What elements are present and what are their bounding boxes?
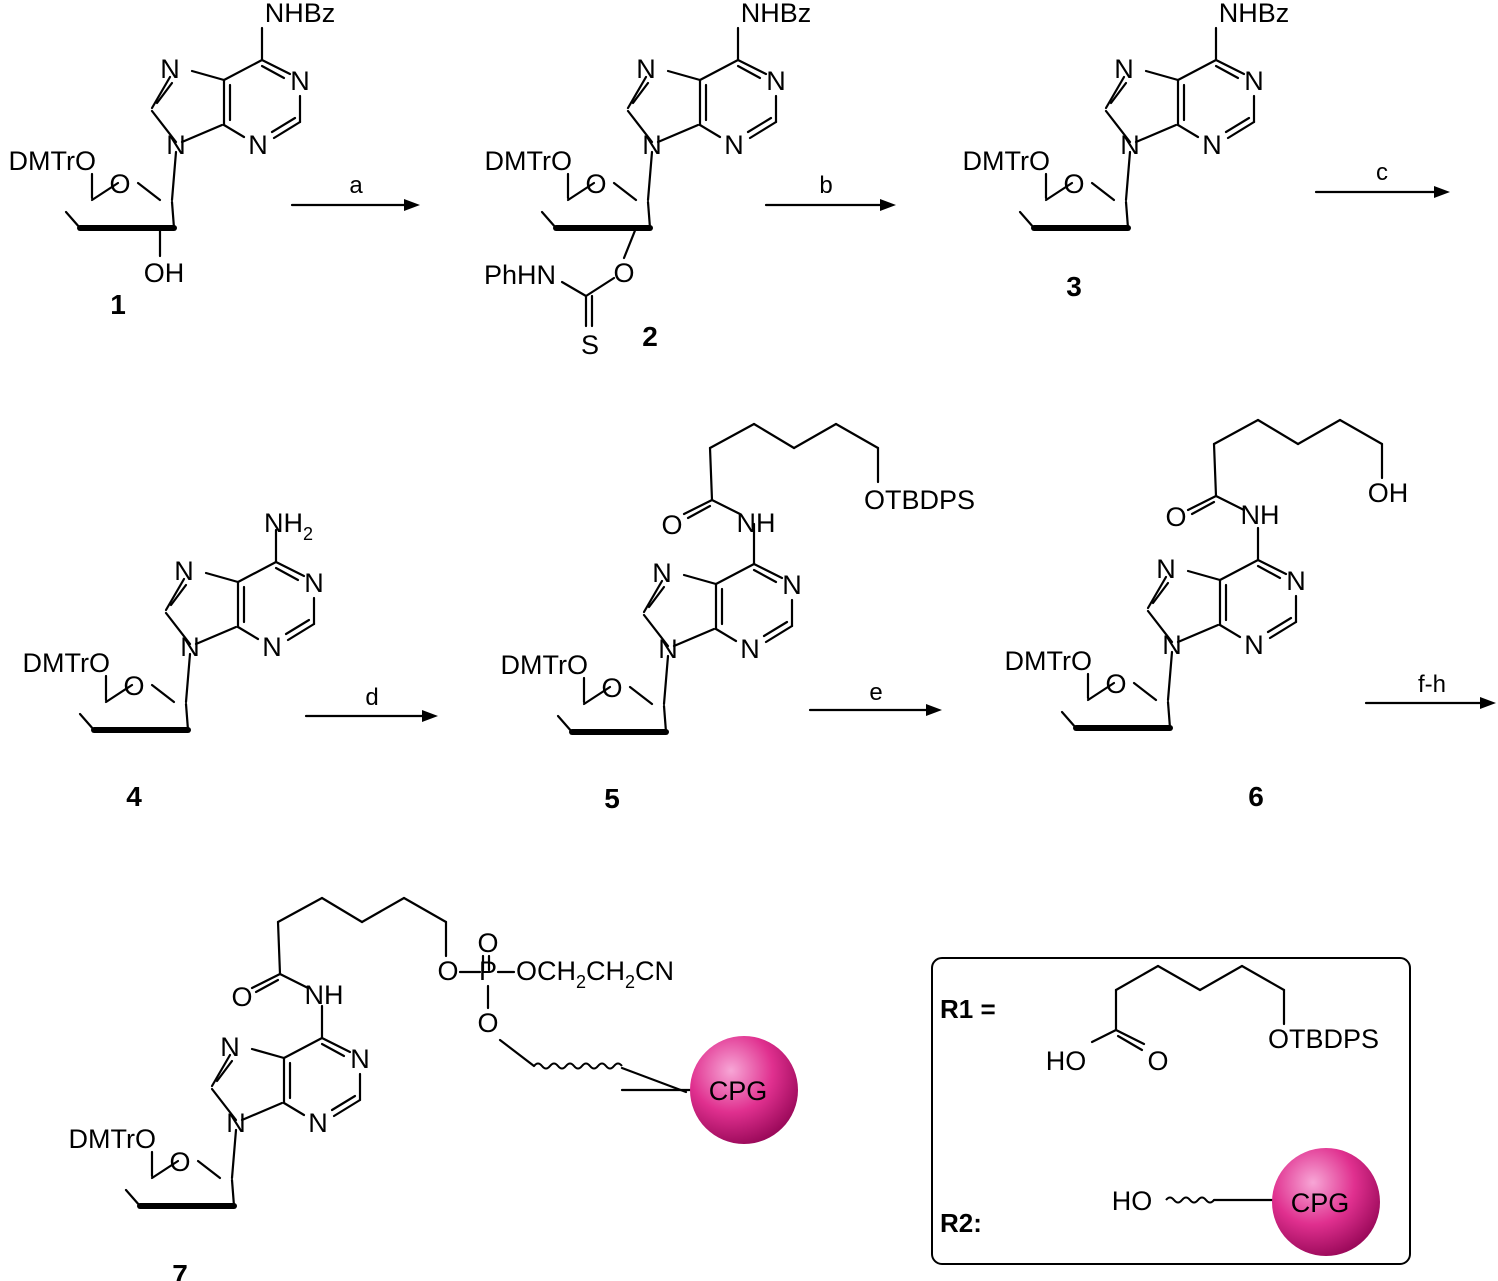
- nhbz-label: NHBz: [1219, 0, 1290, 28]
- compound-5: NH O OTBDPS 5: [501, 422, 975, 814]
- reaction-arrow-b: b: [764, 172, 896, 211]
- compound-number: 3: [1066, 271, 1082, 302]
- atom-o: O: [1147, 1046, 1168, 1076]
- nh2-label: NH2: [264, 508, 313, 544]
- otbdps-label: OTBDPS: [864, 485, 975, 515]
- compound-number: 4: [126, 781, 142, 812]
- reaction-arrow-f-h: f-h: [1364, 671, 1496, 709]
- cpg-bead: [1272, 1148, 1380, 1256]
- compound-number: 2: [642, 321, 658, 352]
- atom-n: N: [160, 54, 180, 84]
- nucleoside-template: N N N N O DMTrO: [9, 26, 310, 231]
- dmtro-label: DMTrO: [9, 146, 96, 176]
- ho-label: HO: [1112, 1186, 1153, 1216]
- nhbz-label: NHBz: [741, 0, 812, 28]
- cpg-bead: [690, 1036, 798, 1144]
- atom-o: O: [477, 1008, 498, 1038]
- atom-o: O: [613, 258, 634, 288]
- cyanoethyl-label: OCH2CH2CN: [516, 956, 674, 992]
- ho-label: HO: [1046, 1046, 1087, 1076]
- compound-number: 5: [604, 783, 620, 814]
- phhn-label: PhHN: [484, 260, 556, 290]
- reaction-arrow-c: c: [1314, 159, 1450, 198]
- condition-label: d: [365, 684, 378, 711]
- reaction-arrow-e: e: [808, 679, 942, 716]
- compound-7: NH O O P O OCH2CH2CN O CPG 7: [69, 896, 798, 1281]
- reaction-arrow-d: d: [304, 684, 438, 722]
- atom-o: O: [437, 956, 458, 986]
- cpg-label: CPG: [1291, 1188, 1350, 1218]
- compound-4: NH2 4: [23, 508, 324, 812]
- atom-n: N: [248, 130, 268, 160]
- compound-2: NHBz O PhHN S 2: [484, 0, 811, 360]
- r1-label: R1 =: [940, 994, 996, 1024]
- nh-label: NH: [305, 980, 344, 1010]
- compound-1: NHBz OH 1: [110, 0, 335, 320]
- r2-label: R2:: [940, 1208, 982, 1238]
- condition-label: c: [1376, 159, 1388, 186]
- compound-3: NHBz 3: [963, 0, 1290, 302]
- nhbz-label: NHBz: [265, 0, 336, 28]
- r2-structure: HO CPG: [1112, 1148, 1380, 1256]
- compound-number: 7: [172, 1259, 188, 1281]
- condition-label: a: [349, 172, 363, 199]
- reagent-legend: R1 = HO O OTBDPS HO CPG R2:: [931, 957, 1411, 1265]
- r1-structure: HO O OTBDPS: [1046, 964, 1379, 1076]
- reaction-arrow-a: a: [290, 172, 420, 211]
- otbdps-label: OTBDPS: [1268, 1024, 1379, 1054]
- atom-s: S: [581, 330, 599, 360]
- atom-o: O: [1165, 502, 1186, 532]
- oh-label: OH: [144, 258, 185, 288]
- atom-o: O: [477, 928, 498, 958]
- nh-label: NH: [1241, 500, 1280, 530]
- oh-label: OH: [1368, 478, 1409, 508]
- condition-label: e: [869, 679, 882, 706]
- cpg-label: CPG: [709, 1076, 768, 1106]
- compound-6: NH O OH 6: [1005, 418, 1409, 812]
- condition-label: f-h: [1418, 671, 1446, 698]
- atom-o: O: [661, 510, 682, 540]
- nh-label: NH: [737, 508, 776, 538]
- condition-label: b: [819, 172, 832, 199]
- atom-o: O: [109, 169, 130, 199]
- atom-n: N: [166, 130, 186, 160]
- compound-number: 1: [110, 289, 126, 320]
- compound-number: 6: [1248, 781, 1264, 812]
- atom-n: N: [290, 66, 310, 96]
- atom-o: O: [231, 982, 252, 1012]
